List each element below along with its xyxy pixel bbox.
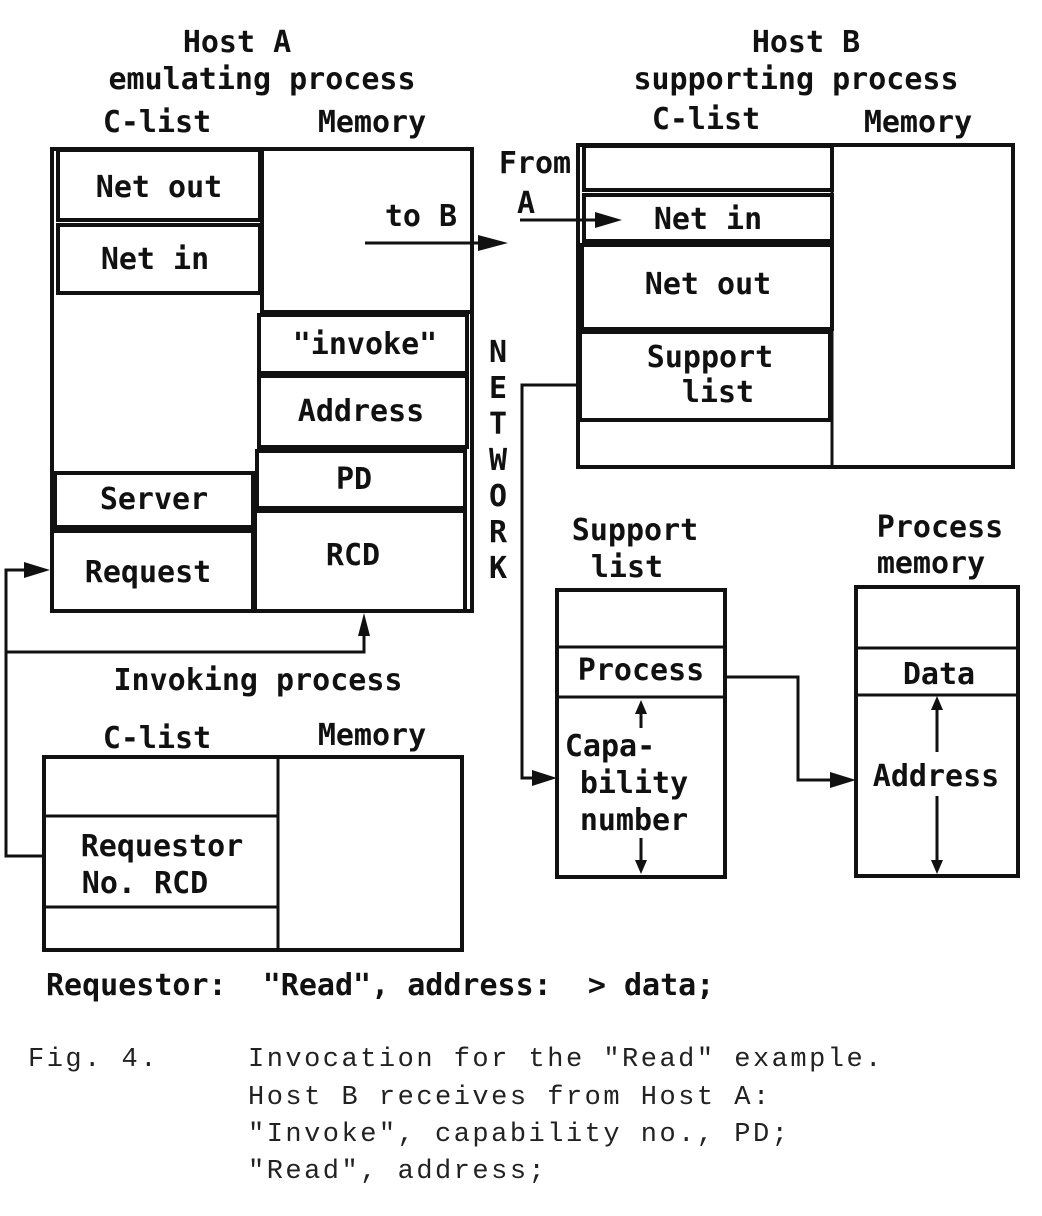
capability-number-label: bility [580,766,688,801]
host-a-net-out-label: Net out [96,170,222,205]
host-a-pd-cell [255,449,467,510]
requestor-to-request-arrow [4,562,50,858]
process-memory-address-label: Address [873,759,999,794]
network-letter: T [489,407,507,442]
requestor-label: No. RCD [82,866,208,901]
network-letter: N [489,335,507,370]
host-a-title: Host A [183,25,291,60]
host-b-net-out-label: Net out [645,267,771,302]
host-b-support-list-label: Support [647,340,773,375]
invoking-process: Invoking process C-list Memory Requestor… [42,663,464,952]
network-letter: O [489,479,507,514]
host-a-net-in-label: Net in [101,242,209,277]
process-memory-title: Process [877,510,1003,545]
invoking-memory-header: Memory [318,718,426,753]
host-b-net-in-label: Net in [654,202,762,237]
network-label: N E T W O R K [489,335,508,586]
host-a-subtitle: emulating process [108,62,415,97]
network-letter: W [489,443,508,478]
invoking-to-rcd-arrow [6,613,370,654]
host-a-rcd-label: RCD [326,538,380,573]
process-memory-frame [854,585,1020,878]
host-a-rcd-cell [253,509,467,613]
host-a-request-label: Request [85,555,211,590]
invoking-clist-header: C-list [103,721,211,756]
support-list-connector-arrow [520,383,580,786]
host-b-clist-top-cell [582,144,834,192]
host-b-memory-header: Memory [864,105,972,140]
requestor-label: Requestor [81,829,244,864]
network-letter: E [489,371,507,406]
capability-number-label: number [580,803,688,838]
process-memory-data-label: Data [903,657,975,692]
to-b-label: to B [385,199,457,234]
invoking-process-title: Invoking process [114,663,403,698]
support-list-process-label: Process [578,653,704,688]
capability-range-arrow [635,700,647,874]
host-a-pd-label: PD [336,462,372,497]
requestor-statement: Requestor: "Read", address: > data; [46,968,714,1003]
host-b-support-list-cell [578,330,832,422]
host-a-server-cell [53,471,255,529]
host-a-memory-header: Memory [318,105,426,140]
host-a-memory-top-cell [260,147,474,314]
figure-caption: Fig. 4. Invocation for the "Read" exampl… [28,1045,884,1187]
capability-number-label: Capa- [565,729,655,764]
support-list-title: Support [572,513,698,548]
caption-line: "Invoke", capability no., PD; [248,1120,790,1150]
host-b-subtitle: supporting process [633,62,958,97]
network-letter: R [489,515,508,550]
host-a-invoke-label: "invoke" [293,327,438,362]
process-memory: Process memory Data Address [854,510,1020,878]
host-a-invoke-cell [257,313,469,375]
from-a-label: From [499,146,571,181]
support-list-frame [555,588,727,879]
host-a-server-label: Server [100,482,208,517]
host-b-clist-header: C-list [652,102,760,137]
caption-line: Host B receives from Host A: [248,1083,772,1113]
host-b: Host B supporting process C-list Memory … [499,25,1015,469]
support-list-title: list [591,550,663,585]
invoking-frame [42,755,464,952]
network-letter: K [489,551,507,586]
host-a-clist-header: C-list [103,105,211,140]
process-to-address-arrow [727,675,856,788]
caption-line: Invocation for the "Read" example. [248,1045,884,1075]
caption-figure-number: Fig. 4. [28,1045,159,1075]
support-list: Support list Process Capa- bility number [555,513,727,879]
host-a-address-cell [257,374,469,449]
host-a-address-label: Address [298,394,424,429]
from-a-label: A [517,186,535,221]
address-range-arrow [931,696,943,874]
host-b-support-list-label: list [682,375,754,410]
host-b-title: Host B [752,25,860,60]
from-a-arrow [520,212,622,228]
host-a: Host A emulating process C-list Memory N… [50,25,474,613]
process-memory-title: memory [877,546,985,581]
to-b-arrow [365,235,508,251]
caption-line: "Read", address; [248,1157,547,1187]
